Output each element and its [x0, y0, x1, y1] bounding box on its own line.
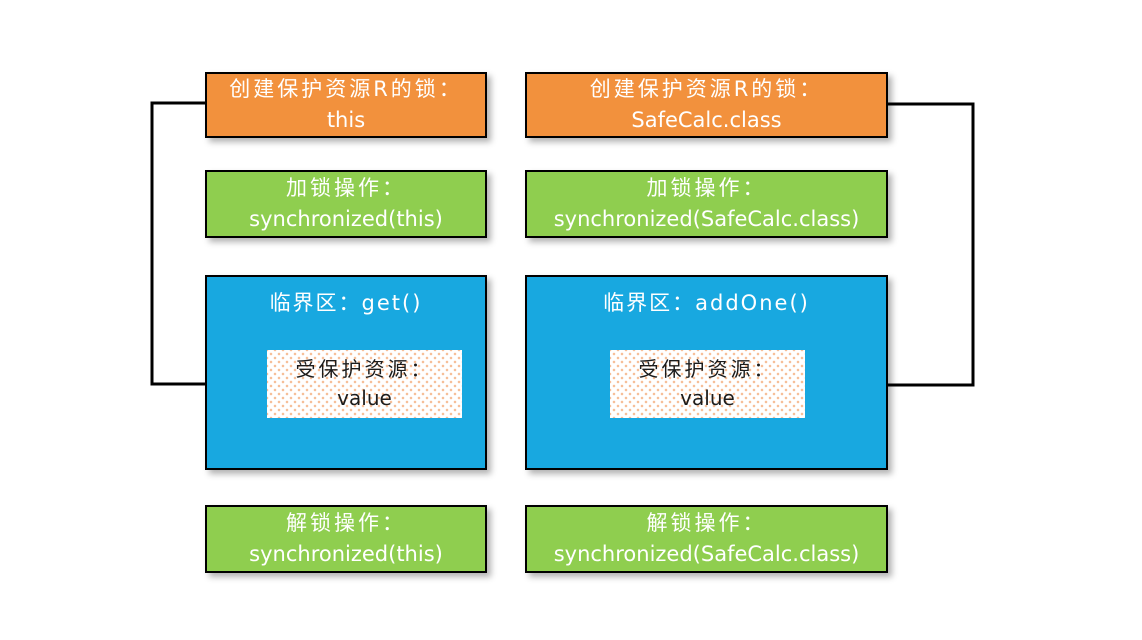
- unlock-operation-box-class: 解锁操作： synchronized(SafeCalc.class): [525, 505, 888, 573]
- resource-box-right: 受保护资源： value: [610, 350, 805, 418]
- lock-operation-label: 加锁操作：: [286, 176, 406, 200]
- lock-operation-code: synchronized(SafeCalc.class): [553, 207, 860, 231]
- resource-value: value: [337, 386, 392, 410]
- lock-box-this-value: this: [326, 108, 366, 132]
- resource-value: value: [680, 386, 735, 410]
- unlock-operation-box-this: 解锁操作： synchronized(this): [205, 505, 487, 573]
- lock-box-this: 创建保护资源R的锁： this: [205, 72, 487, 138]
- critical-section-title: 临界区：get(): [269, 291, 423, 315]
- critical-section-title: 临界区：addOne(): [603, 291, 810, 315]
- unlock-operation-code: synchronized(SafeCalc.class): [553, 542, 860, 566]
- lock-operation-box-this: 加锁操作： synchronized(this): [205, 170, 487, 238]
- unlock-operation-code: synchronized(this): [249, 542, 443, 566]
- lock-operation-label: 加锁操作：: [646, 176, 767, 200]
- lock-box-class-value: SafeCalc.class: [631, 108, 782, 132]
- resource-label: 受保护资源：: [638, 357, 777, 381]
- unlock-operation-label: 解锁操作：: [646, 511, 767, 535]
- lock-box-safecalc-class: 创建保护资源R的锁： SafeCalc.class: [525, 72, 888, 138]
- resource-label: 受保护资源：: [295, 357, 434, 381]
- resource-box-left: 受保护资源： value: [267, 350, 462, 418]
- lock-box-class-label: 创建保护资源R的锁：: [589, 77, 824, 101]
- lock-box-this-label: 创建保护资源R的锁：: [229, 77, 463, 101]
- lock-operation-box-class: 加锁操作： synchronized(SafeCalc.class): [525, 170, 888, 238]
- lock-operation-code: synchronized(this): [249, 207, 443, 231]
- unlock-operation-label: 解锁操作：: [286, 511, 406, 535]
